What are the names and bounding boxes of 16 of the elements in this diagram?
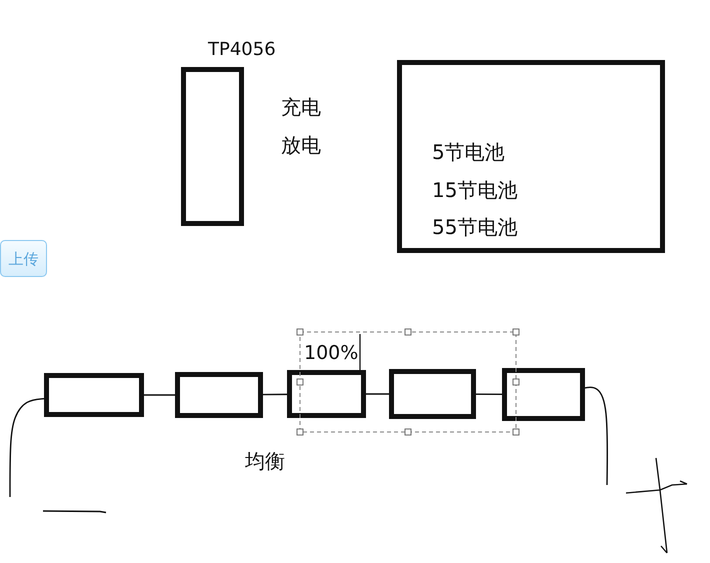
panel-box bbox=[397, 60, 665, 253]
list-item-text: 5节电池 bbox=[432, 140, 505, 164]
module-label: TP4056 bbox=[208, 38, 276, 62]
upload-button: 上传 bbox=[0, 240, 47, 277]
list-item-text: 15节电池 bbox=[432, 178, 518, 202]
caption-text: 均衡 bbox=[245, 449, 285, 473]
side-label: 充电 bbox=[281, 95, 321, 119]
battery-cell-box bbox=[175, 372, 263, 418]
wire-line bbox=[9, 398, 44, 497]
connector-line bbox=[263, 394, 287, 396]
wire-line bbox=[584, 386, 608, 485]
battery-cell-box bbox=[502, 368, 585, 421]
list-item-text: 55节电池 bbox=[432, 215, 518, 239]
battery-cell-box bbox=[44, 373, 144, 417]
connector-line bbox=[144, 394, 175, 396]
side-label: 放电 bbox=[281, 133, 321, 157]
